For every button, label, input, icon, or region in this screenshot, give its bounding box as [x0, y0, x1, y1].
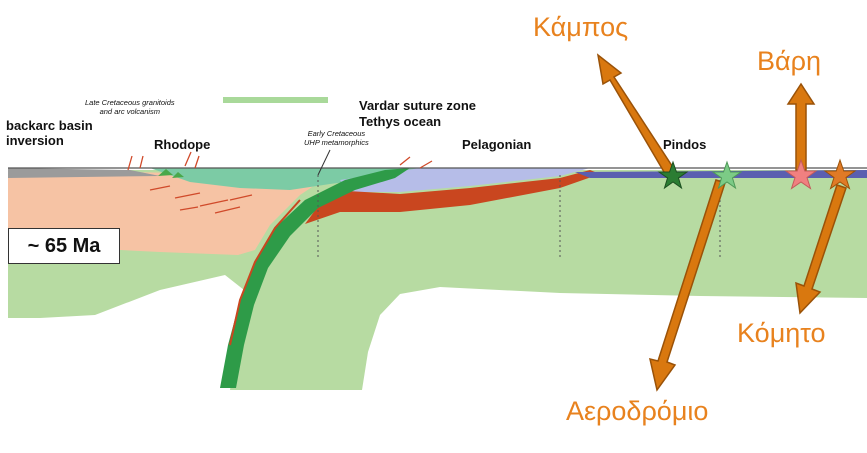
place-komito: Κόμητο [737, 318, 826, 348]
star-komito [823, 158, 857, 190]
label-rhodope: Rhodope [154, 137, 211, 152]
age-label: ~ 65 Ma [8, 228, 120, 264]
label-uhp: Early Cretaceous UHP metamorphics [304, 129, 369, 147]
arrows [596, 53, 847, 392]
grey-cap [8, 168, 160, 178]
uhp-pointer [317, 149, 331, 176]
arrow-aerodromio [649, 179, 726, 392]
label-vardar: Vardar suture zone Tethys ocean [359, 98, 477, 129]
legend-green-bar [223, 97, 328, 103]
place-vari: Βάρη [757, 46, 821, 76]
star-aerodromio [711, 160, 743, 190]
teal-layer [150, 168, 420, 190]
arrow-vari [786, 82, 816, 171]
dike-marks [127, 151, 433, 214]
place-kampos: Κάμπος [533, 12, 629, 42]
star-vari [784, 158, 818, 190]
volcanic-mark-1 [158, 169, 173, 176]
label-pindos: Pindos [663, 137, 707, 152]
label-granitoids: Late Cretaceous granitoids and arc volca… [85, 98, 175, 116]
place-aerodromio: Αεροδρόμιο [566, 396, 709, 426]
volcanic-mark-2 [172, 172, 184, 178]
subducting-slab [220, 168, 410, 388]
label-backarc: backarc basin inversion [6, 118, 93, 148]
label-pelagonian: Pelagonian [462, 137, 532, 152]
arrow-kampos [596, 53, 678, 179]
arrow-komito [795, 184, 847, 315]
star-kampos [657, 160, 689, 190]
lavender-wedge [340, 168, 590, 192]
oceanic-slab [305, 170, 600, 224]
slab-red-edge [229, 199, 301, 346]
